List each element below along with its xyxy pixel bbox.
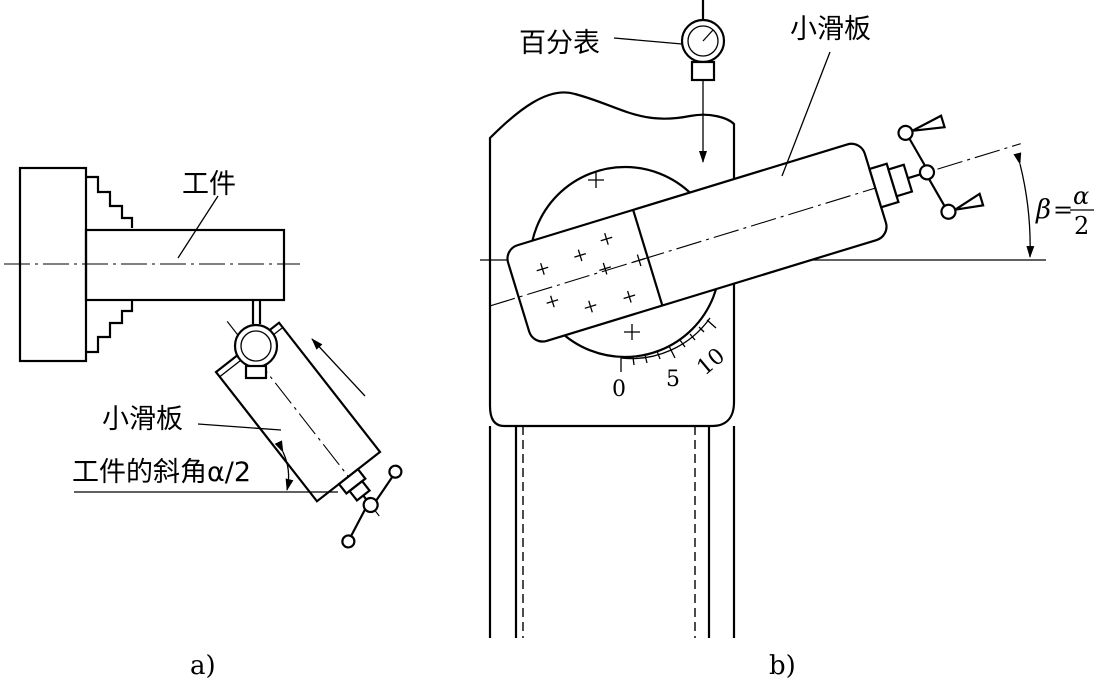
dial-indicator-b xyxy=(680,0,726,163)
carriage-body xyxy=(488,91,736,638)
workpiece-body xyxy=(84,228,286,302)
angle-arc-a xyxy=(274,440,294,491)
feed-direction-arrow xyxy=(311,338,366,397)
figure-a: 工件 小滑板 工件的斜角α/2 a) xyxy=(4,166,403,681)
angle-beta-symbol: β xyxy=(1035,195,1051,225)
figure-b: 0 5 10 xyxy=(480,0,1094,681)
compound-slide-b-label: 小滑板 xyxy=(790,14,871,45)
angle-alpha-numerator: α xyxy=(1073,182,1089,210)
angle-divisor: 2 xyxy=(1074,212,1089,240)
dial-indicator-a xyxy=(233,300,279,380)
angle-arc-b xyxy=(1013,152,1035,258)
dial-indicator-leader xyxy=(613,37,683,45)
compound-slide-a xyxy=(214,321,403,549)
workpiece-label: 工件 xyxy=(182,169,236,200)
compound-slide-b-leader xyxy=(781,51,831,177)
figure-a-caption: a) xyxy=(190,651,216,681)
angle-equals-sign: = xyxy=(1053,196,1073,224)
scale-label-10: 10 xyxy=(693,344,731,381)
compound-slide-b xyxy=(489,114,1021,343)
compound-slide-a-leader xyxy=(197,423,282,431)
scale-label-0: 0 xyxy=(612,377,626,402)
workpiece-angle-label: 工件的斜角α/2 xyxy=(72,457,251,488)
workpiece-leader xyxy=(177,195,219,259)
scale-label-5: 5 xyxy=(666,367,680,392)
disc-marks xyxy=(588,172,640,340)
dial-indicator-label: 百分表 xyxy=(519,28,600,59)
compound-slide-a-label: 小滑板 xyxy=(102,404,183,435)
figure-b-caption: b) xyxy=(769,651,796,681)
